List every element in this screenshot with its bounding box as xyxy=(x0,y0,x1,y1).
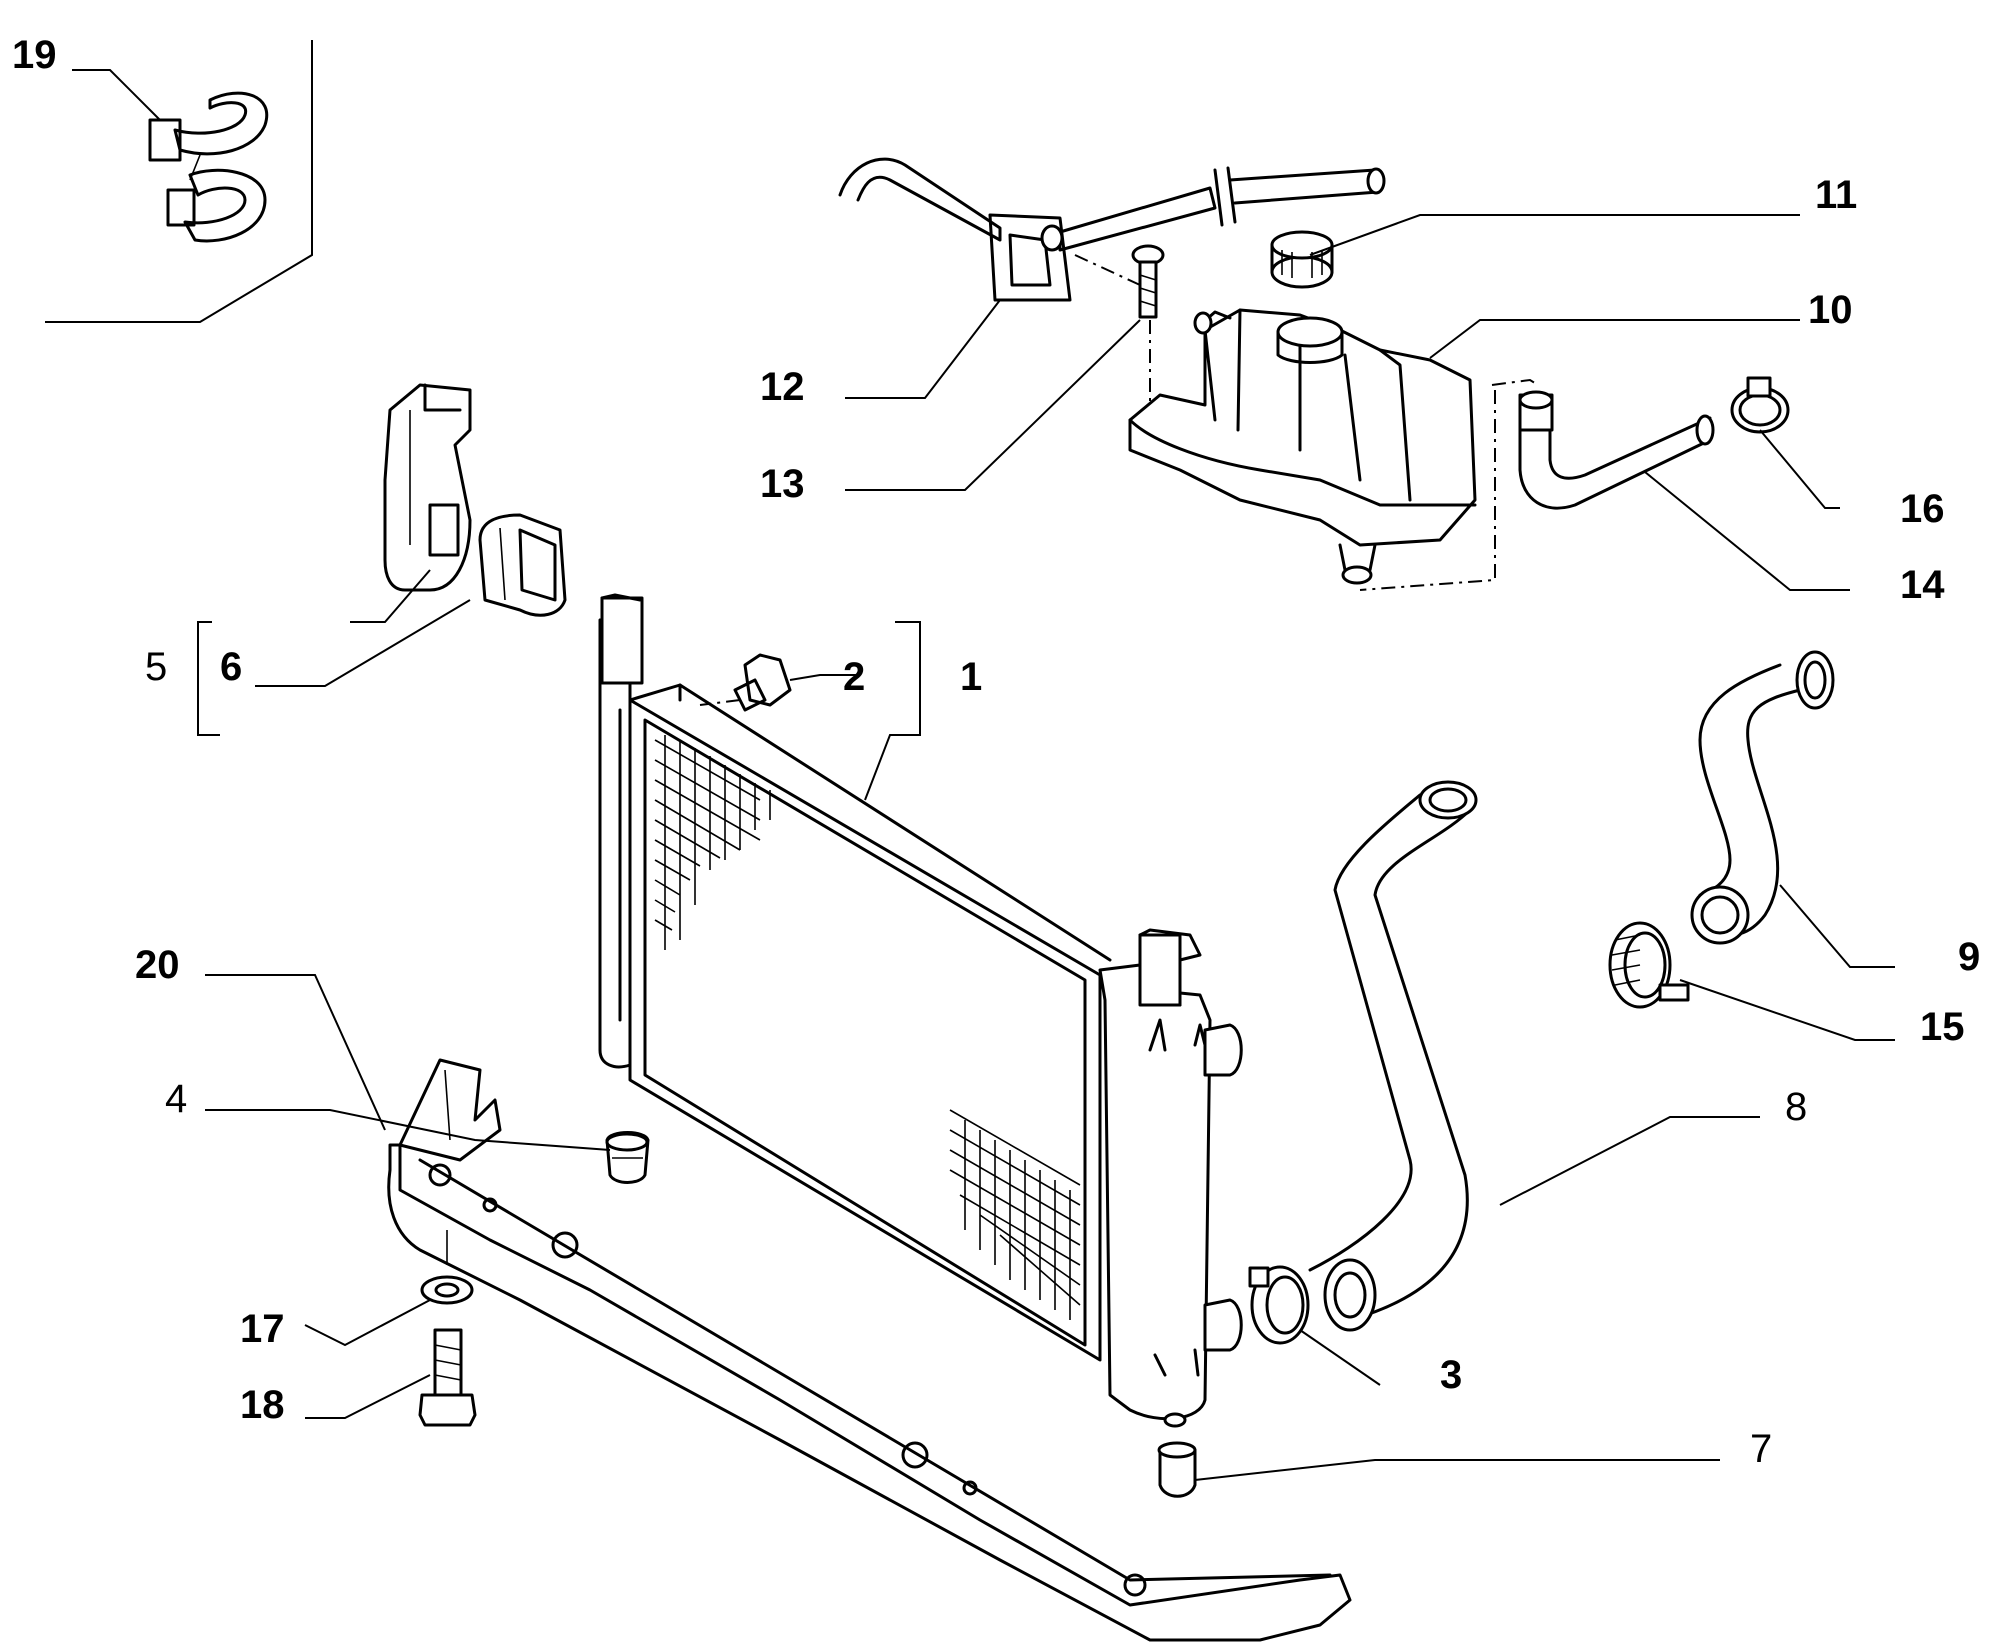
callout-10: 10 xyxy=(1808,288,1853,332)
callout-labels: 19 11 10 12 13 16 14 5 6 2 1 9 20 15 4 8… xyxy=(12,33,1980,1471)
part-6-rubber-mount xyxy=(478,513,567,617)
callout-6: 6 xyxy=(220,645,242,689)
callout-4: 4 xyxy=(165,1077,187,1121)
callout-16: 16 xyxy=(1900,487,1945,531)
part-18-bolt xyxy=(418,1328,477,1427)
part-7-cap xyxy=(1157,1441,1197,1498)
part-16-hose-clamp xyxy=(1730,376,1790,434)
callout-9: 9 xyxy=(1958,935,1980,979)
callout-1: 1 xyxy=(960,655,982,699)
part-3-hose-clamp xyxy=(1248,1265,1310,1345)
part-19-hose-clip xyxy=(148,91,269,243)
part-4-lower-crossmember xyxy=(387,1058,1352,1642)
part-2-bleed-screw xyxy=(699,653,792,712)
callout-17: 17 xyxy=(240,1307,285,1351)
part-9-upper-hose xyxy=(1690,650,1835,945)
callout-15: 15 xyxy=(1920,1005,1965,1049)
callout-14: 14 xyxy=(1900,563,1945,607)
part-1-radiator xyxy=(598,593,1243,1428)
part-15-hose-clamp xyxy=(1608,921,1690,1009)
callout-7: 7 xyxy=(1750,1427,1772,1471)
part-17-washer xyxy=(420,1275,474,1305)
callout-12: 12 xyxy=(760,365,805,409)
callout-3: 3 xyxy=(1440,1353,1462,1397)
part-8-lower-hose xyxy=(1308,780,1478,1332)
leader-lines xyxy=(72,69,1895,1481)
part-12-heater-hose xyxy=(838,157,1386,302)
callout-5: 5 xyxy=(145,645,167,689)
part-13-screw xyxy=(1074,244,1165,420)
part-20-drain-plug xyxy=(605,1131,650,1184)
callout-19: 19 xyxy=(12,33,57,77)
radiator-core-mesh xyxy=(654,735,1081,1320)
part-5-radiator-support xyxy=(383,383,472,592)
part-11-expansion-tank-cap xyxy=(1270,230,1334,289)
callout-18: 18 xyxy=(240,1383,285,1427)
part-10-expansion-tank xyxy=(1128,308,1496,591)
callout-13: 13 xyxy=(760,462,805,506)
callout-11: 11 xyxy=(1815,173,1857,217)
callout-8: 8 xyxy=(1785,1085,1807,1129)
callout-20: 20 xyxy=(135,943,180,987)
inset-frame xyxy=(45,40,313,323)
part-14-overflow-hose xyxy=(1491,378,1715,510)
callout-2: 2 xyxy=(843,655,865,699)
